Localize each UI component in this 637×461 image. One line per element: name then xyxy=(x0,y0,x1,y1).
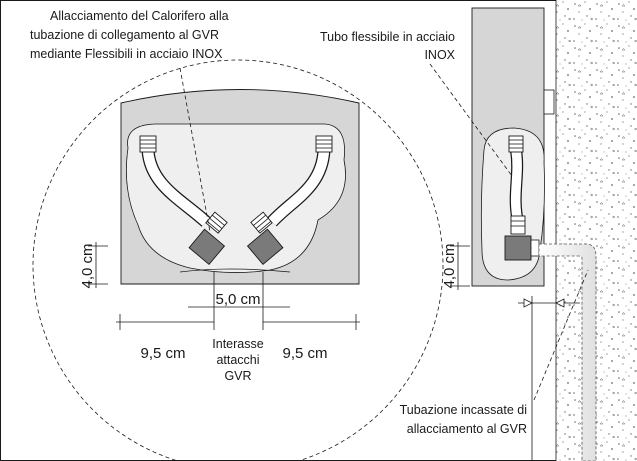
pipe-note-line1: Tubazione incassate di xyxy=(400,403,527,417)
connection-note-line2: tubazione di collegamento al GVR xyxy=(30,28,219,42)
side-valve-outlet xyxy=(530,239,540,257)
thickness-arrow-right xyxy=(555,298,565,308)
side-hose-coupling xyxy=(510,215,526,235)
dim-right-offset: 9,5 cm xyxy=(282,345,327,362)
thickness-arrow-left xyxy=(523,298,533,308)
side-valve xyxy=(504,235,532,261)
front-plaster-cavity xyxy=(126,123,346,273)
connection-note: Allacciamento del Calorifero alla tubazi… xyxy=(30,9,229,61)
dim-interaxis: 5,0 cm xyxy=(215,291,260,308)
hose-note-line1: Tubo flessibile in acciaio xyxy=(320,30,455,44)
right-flexible-hose xyxy=(250,135,333,234)
interaxis-label-3: GVR xyxy=(224,369,251,383)
detail-circle xyxy=(32,59,444,461)
embedded-pipe xyxy=(538,243,597,461)
connection-note-line3: mediante Flessibili in acciaio INOX xyxy=(30,47,223,61)
radiator-bracket xyxy=(543,89,555,115)
interaxis-label-1: Interasse xyxy=(212,337,263,351)
dim-left-offset: 9,5 cm xyxy=(140,345,185,362)
front-view xyxy=(32,59,444,461)
pipe-leader xyxy=(533,269,589,401)
dim-height-front: 4,0 cm xyxy=(79,243,96,288)
dim-height-side: 4,0 cm xyxy=(441,243,458,288)
hose-note-line2: INOX xyxy=(424,48,455,62)
hose-leader xyxy=(429,63,513,177)
interaxis-label-2: attacchi xyxy=(216,353,259,367)
front-dimensions: 4,0 cm 5,0 cm 9,5 cm 9,5 cm Interasse at… xyxy=(79,242,360,383)
pipe-note-line2: allacciamento al GVR xyxy=(407,422,527,436)
side-view: 4,0 cm xyxy=(441,0,637,461)
left-valve xyxy=(188,228,226,266)
front-base-line xyxy=(179,268,291,273)
wall-section xyxy=(556,0,637,461)
left-flexible-hose xyxy=(139,135,228,234)
connection-note-line1: Allacciamento del Calorifero alla xyxy=(50,9,229,23)
right-valve xyxy=(246,228,284,266)
